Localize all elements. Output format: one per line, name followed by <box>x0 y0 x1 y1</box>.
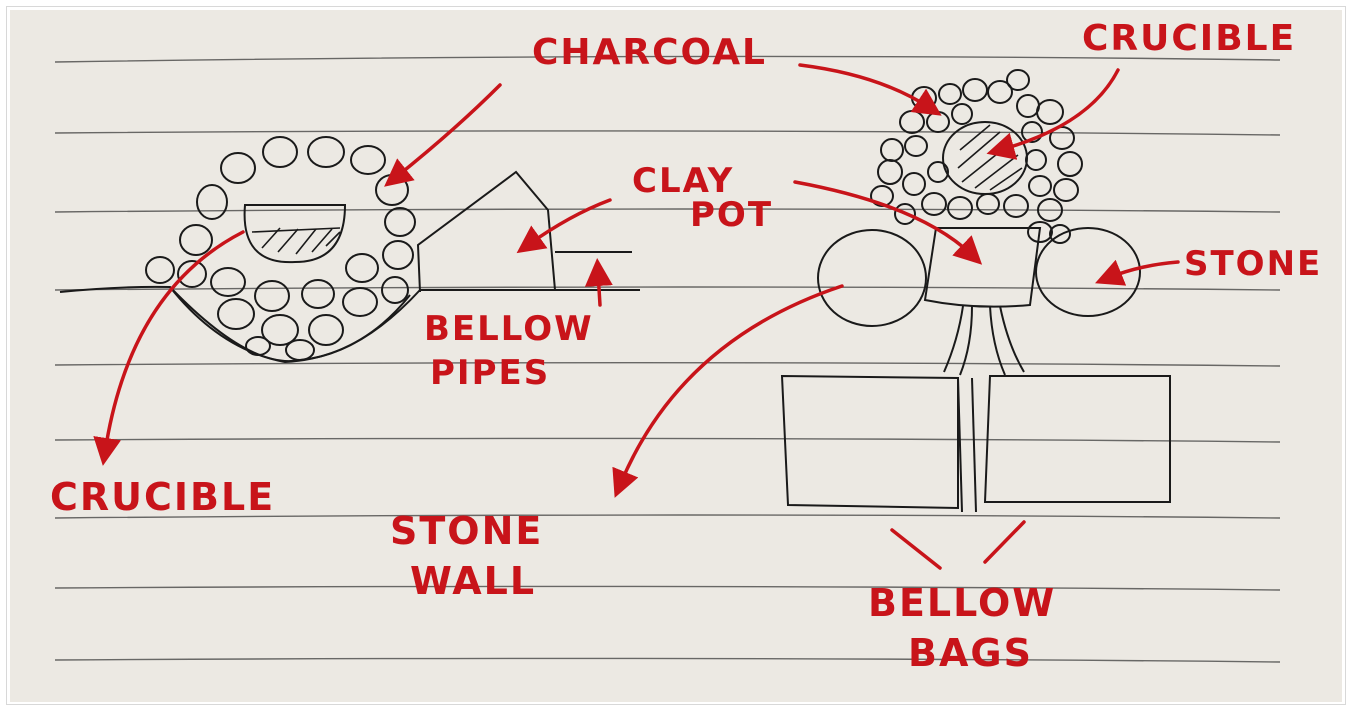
pipe-stem-right-inner <box>1000 306 1024 372</box>
arrow-stone-wall <box>620 286 842 485</box>
right-charcoal-pebbles <box>871 70 1082 243</box>
label-bellow-pipes-line2: PIPES <box>430 353 550 393</box>
left-crucible-hatching <box>252 228 340 254</box>
stone-left <box>818 230 926 326</box>
label-crucible-top: CRUCIBLE <box>1082 18 1296 59</box>
bellow-bag-right <box>985 376 1170 502</box>
arrow-clay-pot-left <box>528 200 610 245</box>
label-bellow-bags-line1: BELLOW <box>868 581 1056 625</box>
label-bellow-pipes-line1: BELLOW <box>424 309 594 349</box>
label-crucible-left: CRUCIBLE <box>50 475 275 519</box>
label-charcoal: CHARCOAL <box>532 32 767 73</box>
bellow-bag-left <box>782 376 958 508</box>
label-bellow-bags-line2: BAGS <box>908 631 1033 675</box>
arrow-bellow-bags-right <box>985 522 1024 562</box>
pit-curve <box>170 287 410 362</box>
right-crucible-hatching <box>958 125 1022 190</box>
arrow-bellow-bags-left <box>892 530 940 568</box>
label-stone-wall-line2: WALL <box>410 559 536 603</box>
arrow-bellow-pipes <box>598 272 600 305</box>
label-stone-wall-line1: STONE <box>390 509 543 553</box>
arrow-charcoal-right <box>800 65 930 108</box>
clay-pot-right <box>925 228 1040 307</box>
pipe-stem-left <box>944 306 963 372</box>
label-stone: STONE <box>1184 244 1322 284</box>
right-furnace <box>782 70 1170 512</box>
arrow-clay-pot-right <box>795 182 972 255</box>
arrow-stone <box>1108 262 1178 278</box>
clay-pot-left <box>418 172 555 292</box>
ruled-lines <box>55 56 1280 662</box>
label-clay-pot-line2: POT <box>690 195 773 235</box>
